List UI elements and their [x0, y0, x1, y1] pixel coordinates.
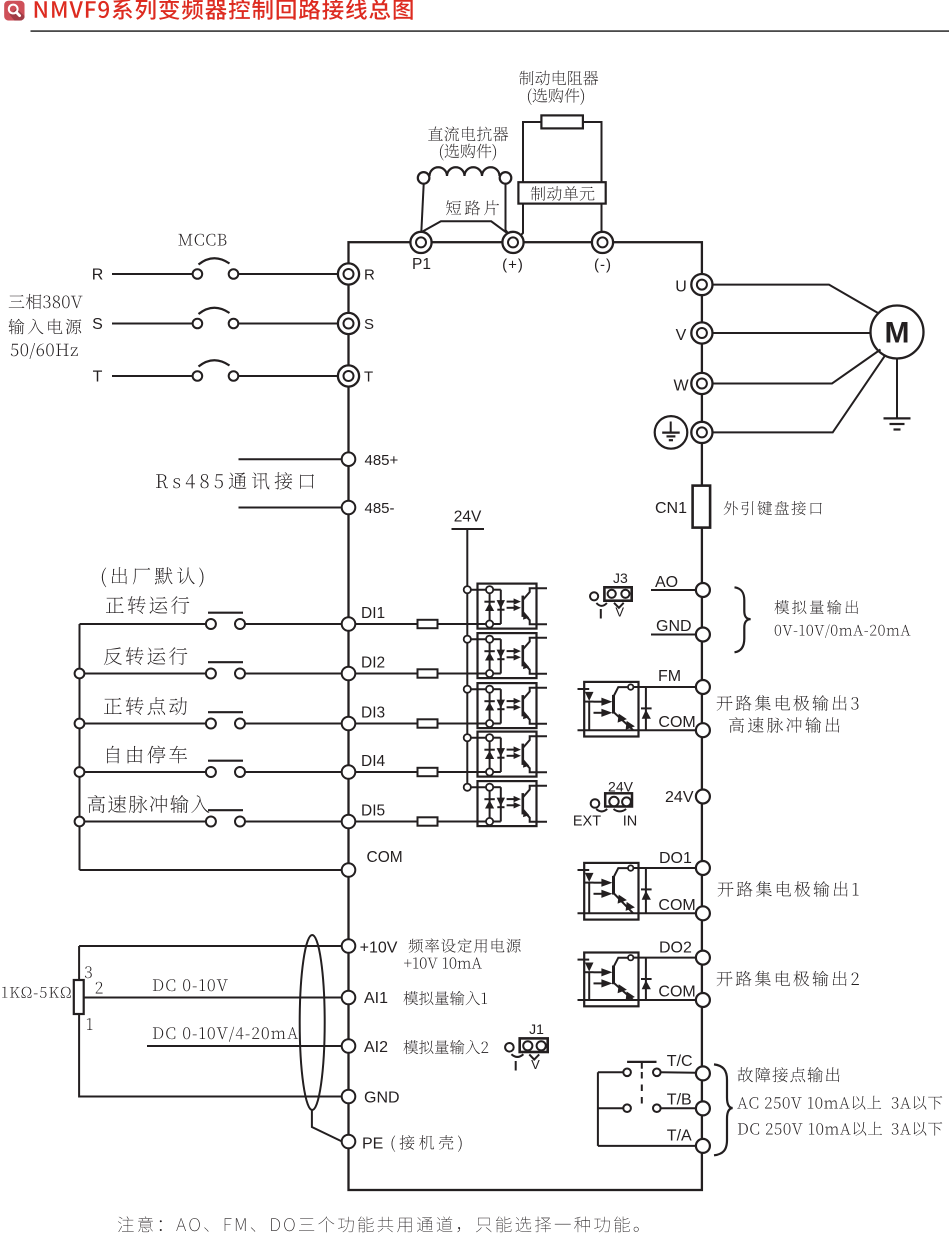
svg-text:FM: FM — [658, 668, 681, 685]
svg-text:AI1: AI1 — [364, 990, 388, 1007]
svg-text:V: V — [531, 1057, 540, 1072]
svg-text:P1: P1 — [412, 256, 431, 273]
svg-text:T/C: T/C — [667, 1053, 693, 1070]
svg-text:R: R — [364, 267, 375, 284]
svg-text:EXT: EXT — [573, 814, 601, 830]
svg-text:S: S — [92, 316, 103, 333]
svg-text:COM: COM — [367, 849, 403, 866]
svg-text:DI1: DI1 — [361, 605, 385, 622]
svg-text:V: V — [615, 605, 624, 620]
svg-text:DI3: DI3 — [361, 705, 385, 722]
svg-text:24V: 24V — [665, 789, 694, 806]
svg-text:DO2: DO2 — [659, 940, 692, 957]
svg-text:GND: GND — [364, 1090, 400, 1107]
svg-text:485+: 485+ — [365, 452, 399, 469]
svg-text:R: R — [92, 267, 104, 284]
svg-text:485-: 485- — [365, 500, 395, 517]
svg-text:AI2: AI2 — [364, 1039, 388, 1056]
svg-text:(+): (+) — [502, 257, 524, 274]
svg-text:U: U — [675, 279, 687, 296]
svg-text:IN: IN — [623, 814, 638, 830]
svg-text:GND: GND — [656, 618, 692, 635]
svg-text:(-): (-) — [594, 257, 612, 274]
svg-text:AO: AO — [655, 574, 678, 591]
svg-text:W: W — [673, 378, 689, 395]
svg-text:24V: 24V — [454, 509, 482, 526]
svg-text:T/B: T/B — [667, 1092, 692, 1109]
svg-text:J3: J3 — [613, 570, 628, 586]
svg-text:J1: J1 — [529, 1021, 544, 1037]
svg-text:T: T — [364, 369, 373, 386]
svg-text:COM: COM — [658, 984, 695, 1001]
svg-text:M: M — [885, 317, 910, 350]
svg-text:DI5: DI5 — [361, 803, 385, 820]
svg-text:COM: COM — [658, 897, 695, 914]
svg-text:T/A: T/A — [667, 1128, 692, 1145]
svg-text:DI4: DI4 — [361, 753, 386, 770]
svg-text:V: V — [676, 327, 687, 344]
svg-text:24V: 24V — [608, 778, 634, 794]
svg-text:DI2: DI2 — [361, 655, 385, 672]
svg-text:PE: PE — [362, 1136, 383, 1153]
svg-text:DO1: DO1 — [659, 850, 692, 867]
svg-text:+10V: +10V — [360, 940, 398, 957]
svg-text:S: S — [364, 316, 374, 333]
svg-text:CN1: CN1 — [655, 500, 687, 517]
svg-text:T: T — [93, 369, 103, 386]
svg-text:COM: COM — [658, 714, 695, 731]
